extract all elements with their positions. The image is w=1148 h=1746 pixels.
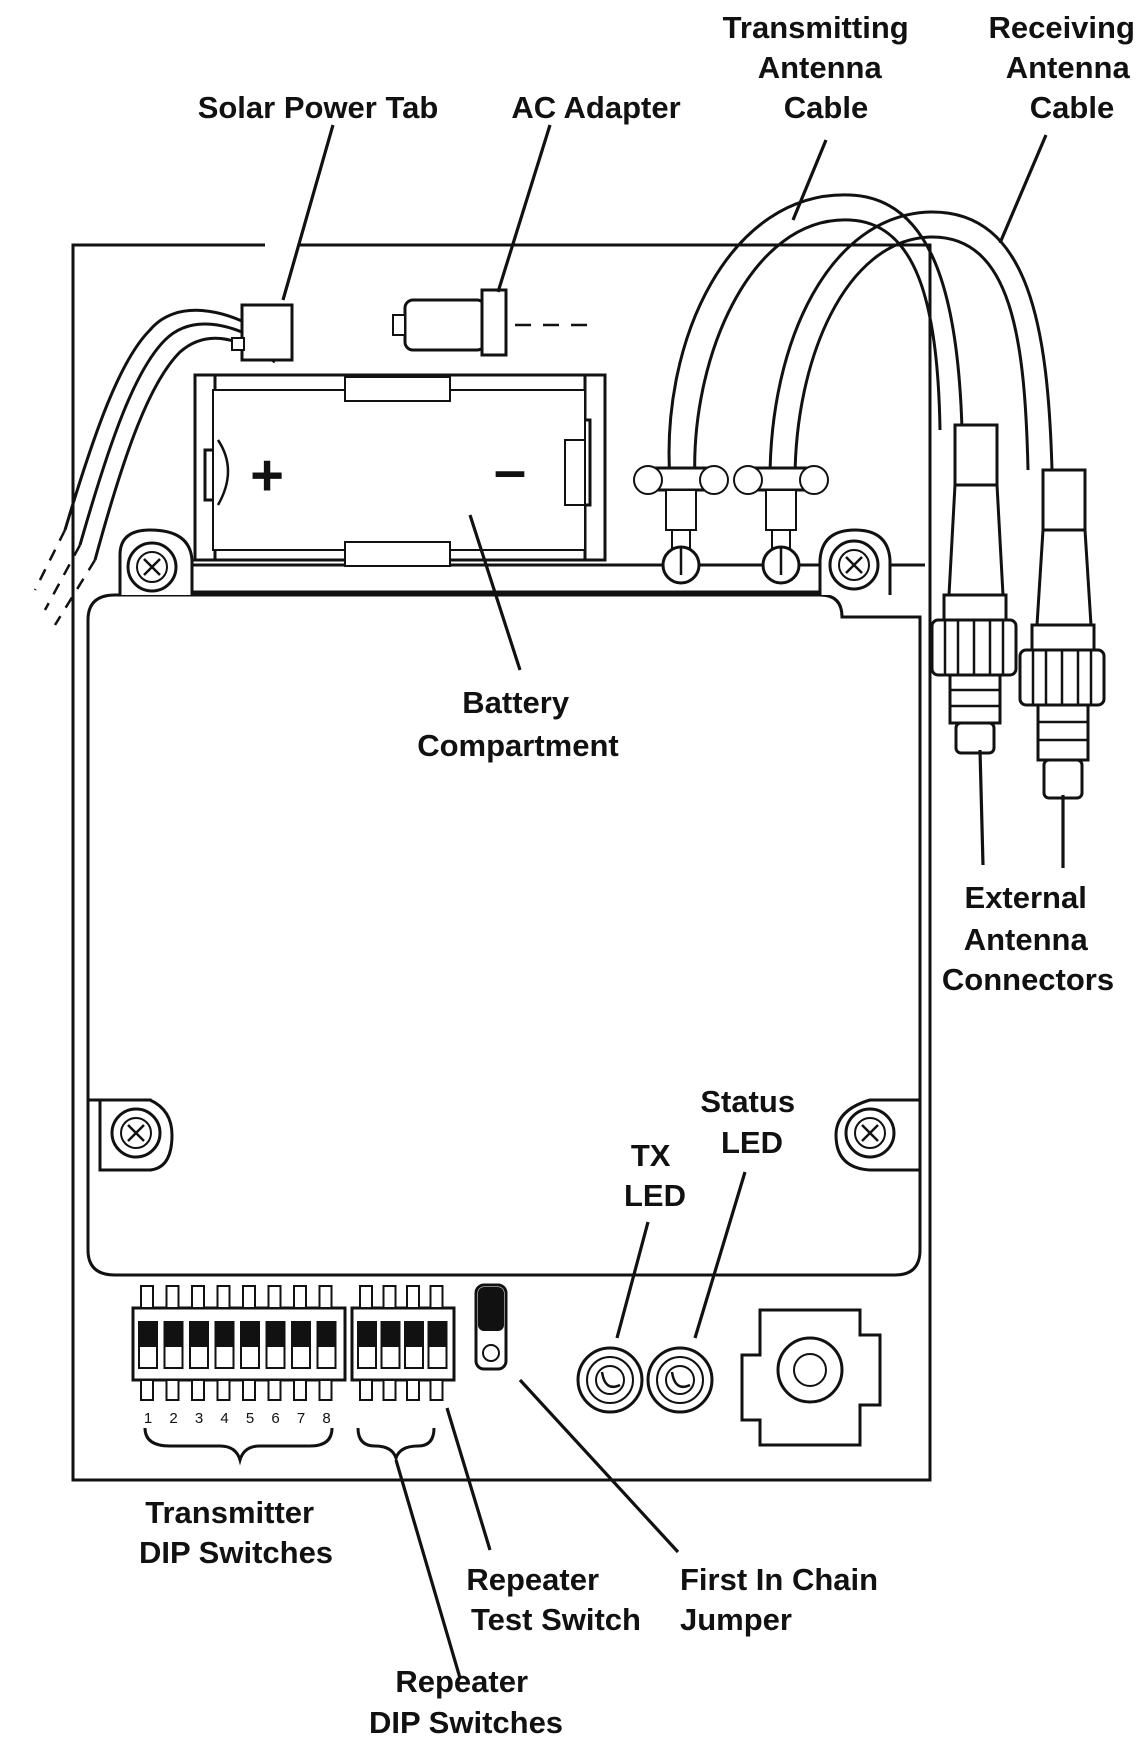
leader-ac-adapter xyxy=(496,124,552,293)
leader-battery-compartment xyxy=(468,514,522,671)
transmitter-dip-switch-3 xyxy=(189,1285,209,1401)
leader-transmitting-antenna-cable xyxy=(791,139,828,221)
label-status-led: Status LED xyxy=(700,1084,803,1160)
tx-led xyxy=(576,1346,644,1414)
label-receiving-antenna-cable: Receiving Antenna Cable xyxy=(988,10,1143,125)
transmitter-dip-switch-4 xyxy=(214,1285,235,1401)
transmitter-dip-brace xyxy=(143,1427,334,1466)
screw-top-left xyxy=(118,528,194,595)
leader-status-led xyxy=(693,1171,747,1339)
power-terminal-block xyxy=(740,1308,882,1447)
battery-plus-sign: + xyxy=(250,443,284,508)
solar-power-tab-connector xyxy=(240,303,294,362)
cable-clamp-left xyxy=(633,465,729,585)
ac-adapter-jack xyxy=(392,288,590,357)
leader-tx-led xyxy=(615,1221,650,1339)
dip-number-5: 5 xyxy=(246,1410,254,1427)
screw-top-right xyxy=(818,528,892,595)
leader-repeater-test-switch xyxy=(445,1407,492,1551)
transmitter-dip-switch-block xyxy=(131,1285,347,1401)
repeater-dip-switch-block xyxy=(350,1285,456,1401)
external-antenna-connector-right xyxy=(1018,468,1106,800)
leader-external-antenna-connector-left xyxy=(978,749,985,866)
transmitter-dip-switch-6 xyxy=(265,1285,286,1401)
dip-number-7: 7 xyxy=(297,1410,305,1427)
battery-minus-sign: – xyxy=(494,438,526,503)
repeater-dip-switch-4 xyxy=(427,1285,448,1401)
screw-bottom-right xyxy=(834,1098,922,1172)
repeater-dip-switch-1 xyxy=(357,1285,377,1401)
screw-bottom-left xyxy=(98,1098,174,1172)
label-repeater-dip-switches: Repeater DIP Switches xyxy=(369,1664,563,1740)
leader-receiving-antenna-cable xyxy=(998,134,1048,244)
receiving-antenna-cable xyxy=(768,210,1054,481)
dip-number-6: 6 xyxy=(271,1410,279,1427)
dip-number-1: 1 xyxy=(144,1410,152,1427)
label-repeater-test-switch: Repeater Test Switch xyxy=(466,1562,641,1637)
board-outline xyxy=(71,243,932,1482)
label-battery-compartment: Battery Compartment xyxy=(417,685,619,763)
transmitter-dip-switch-7 xyxy=(291,1285,311,1401)
external-antenna-connector-left xyxy=(930,423,1018,755)
cable-clamp-right xyxy=(733,465,829,585)
label-external-antenna-connectors: External Antenna Connectors xyxy=(942,880,1114,997)
label-transmitting-antenna-cable: Transmitting Antenna Cable xyxy=(723,10,918,125)
repeater-dip-switch-3 xyxy=(404,1285,424,1401)
repeater-dip-brace xyxy=(356,1427,436,1463)
label-solar-power-tab: Solar Power Tab xyxy=(198,90,439,125)
cover-panel xyxy=(86,593,922,1277)
repeater-dip-switch-2 xyxy=(380,1285,401,1401)
transmitter-dip-switch-1 xyxy=(138,1285,158,1401)
label-tx-led: TX LED xyxy=(624,1138,686,1213)
transmitter-dip-switch-2 xyxy=(163,1285,184,1401)
dip-number-2: 2 xyxy=(169,1410,177,1427)
transmitter-dip-switch-5 xyxy=(240,1285,260,1401)
label-ac-adapter: AC Adapter xyxy=(511,90,680,125)
transmitter-dip-switch-8 xyxy=(316,1285,337,1401)
leader-repeater-dip-switches xyxy=(394,1459,462,1679)
leader-solar-power-tab xyxy=(281,124,335,301)
label-transmitter-dip-switches: Transmitter DIP Switches xyxy=(139,1495,333,1570)
battery-compartment: + – xyxy=(193,373,607,567)
dip-number-4: 4 xyxy=(220,1410,228,1427)
dip-number-8: 8 xyxy=(322,1410,330,1427)
leader-first-in-chain-jumper xyxy=(518,1378,680,1554)
transmitting-antenna-cable xyxy=(667,193,964,481)
status-led xyxy=(646,1346,714,1414)
dip-number-3: 3 xyxy=(195,1410,203,1427)
first-in-chain-jumper xyxy=(474,1283,508,1371)
label-first-in-chain-jumper: First In Chain Jumper xyxy=(680,1562,887,1637)
